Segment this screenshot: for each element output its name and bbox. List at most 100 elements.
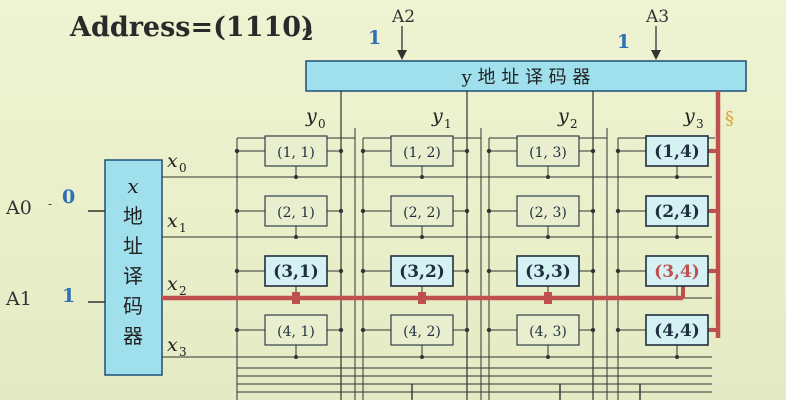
x-decoder-label-char-0: x <box>127 174 138 198</box>
cell-label: (2, 3) <box>529 205 567 221</box>
x-decoder-label-char-3: 译 <box>123 264 143 288</box>
cell-label: (4, 2) <box>403 324 441 340</box>
junction-dot <box>486 148 492 154</box>
x-decoder-box <box>104 159 163 376</box>
junction-dot <box>464 148 470 154</box>
bit-a0: 0 <box>62 186 75 208</box>
cell-label: (3,2) <box>399 262 445 282</box>
memory-cell-2-3: (2, 3) <box>516 195 580 227</box>
memory-cell-1-3: (1, 3) <box>516 135 580 167</box>
input-label-a2: A2 <box>391 7 415 27</box>
junction-dot <box>675 235 679 239</box>
y-decoder-label: y 地 址 译 码 器 <box>461 67 591 88</box>
memory-cell-3-2: (3,2) <box>390 255 454 287</box>
cell-label: (1, 2) <box>403 145 441 161</box>
cell-label: (3,3) <box>525 262 571 282</box>
cell-box <box>264 135 328 167</box>
memory-cell-3-4: (3,4) <box>645 255 709 287</box>
junction-dot <box>464 208 470 214</box>
input-label-a1: A1 <box>5 288 32 310</box>
y-decoder-box <box>305 60 747 92</box>
junction-dot <box>234 148 240 154</box>
cell-box <box>390 195 454 227</box>
memory-cell-1-2: (1, 2) <box>390 135 454 167</box>
x-decoder-label-char-1: 地 <box>123 204 143 228</box>
y-output-label-3: y <box>683 105 695 127</box>
cell-label: (1, 3) <box>529 145 567 161</box>
x-decoder-label-char-5: 器 <box>123 324 143 348</box>
cell-box <box>264 195 328 227</box>
cell-box <box>645 314 709 346</box>
junction-dot <box>294 175 298 179</box>
memory-cell-2-1: (2, 1) <box>264 195 328 227</box>
cell-box <box>390 314 454 346</box>
junction-dot <box>338 268 344 274</box>
junction-dot <box>546 175 550 179</box>
memory-cell-4-4: (4,4) <box>645 314 709 346</box>
cell-box <box>516 255 580 287</box>
junction-dot <box>615 148 621 154</box>
junction-dot <box>420 355 424 359</box>
cell-label: (4,4) <box>654 321 700 341</box>
junction-dot <box>464 327 470 333</box>
junction-dot <box>234 208 240 214</box>
x-output-label-3: x <box>167 334 178 356</box>
cell-label: (2, 2) <box>403 205 441 221</box>
selected-row-marker-3 <box>544 292 552 304</box>
cell-box <box>645 255 709 287</box>
cell-label: (1, 1) <box>277 145 315 161</box>
cell-label: (1,4) <box>654 142 700 162</box>
junction-dot <box>546 235 550 239</box>
junction-dot <box>590 208 596 214</box>
y-output-label-1: y <box>431 105 443 127</box>
bit-a3: 1 <box>617 31 630 53</box>
y-output-subscript-1: 1 <box>444 117 452 131</box>
memory-cell-3-1: (3,1) <box>264 255 328 287</box>
cell-label: (3,4) <box>654 262 700 282</box>
cell-label: (4, 3) <box>529 324 567 340</box>
junction-dot <box>615 268 621 274</box>
memory-cells: (1, 1) (1, 2) (1, 3) (1,4) (2, 1) (2, 2) (2, 3… <box>264 135 709 346</box>
cell-box <box>390 135 454 167</box>
memory-cell-1-1: (1, 1) <box>264 135 328 167</box>
x-output-label-0: x <box>167 150 178 172</box>
x-output-subscript-3: 3 <box>179 345 187 359</box>
junction-dot <box>590 268 596 274</box>
junction-dot <box>420 175 424 179</box>
x-output-subscript-2: 2 <box>179 284 187 298</box>
cell-label: (2,4) <box>654 202 700 222</box>
x-output-label-2: x <box>167 273 178 295</box>
memory-cell-4-3: (4, 3) <box>516 314 580 346</box>
selection-brace: § <box>725 108 734 129</box>
address-title-subscript: 2 <box>302 25 313 44</box>
bit-a2: 1 <box>368 27 381 49</box>
memory-cell-4-1: (4, 1) <box>264 314 328 346</box>
junction-dot <box>234 327 240 333</box>
junction-dot <box>360 268 366 274</box>
junction-dot <box>360 327 366 333</box>
input-label-a3: A3 <box>645 7 669 27</box>
cell-box <box>390 255 454 287</box>
y-output-subscript-2: 2 <box>570 117 578 131</box>
x-output-subscript-0: 0 <box>179 161 187 175</box>
cell-box <box>516 135 580 167</box>
memory-cell-2-2: (2, 2) <box>390 195 454 227</box>
y-output-label-2: y <box>557 105 569 127</box>
junction-dot <box>338 208 344 214</box>
junction-dot <box>294 235 298 239</box>
x-output-subscript-1: 1 <box>179 221 187 235</box>
a3-arrow-head <box>651 50 661 60</box>
y-output-label-0: y <box>305 105 317 127</box>
junction-dot <box>590 327 596 333</box>
junction-dot <box>420 235 424 239</box>
cell-label: (3,1) <box>273 262 319 282</box>
junction-dot <box>675 175 679 179</box>
a0-dash: - <box>48 197 52 211</box>
cell-box <box>264 314 328 346</box>
x-output-label-1: x <box>167 210 178 232</box>
junction-dot <box>486 327 492 333</box>
